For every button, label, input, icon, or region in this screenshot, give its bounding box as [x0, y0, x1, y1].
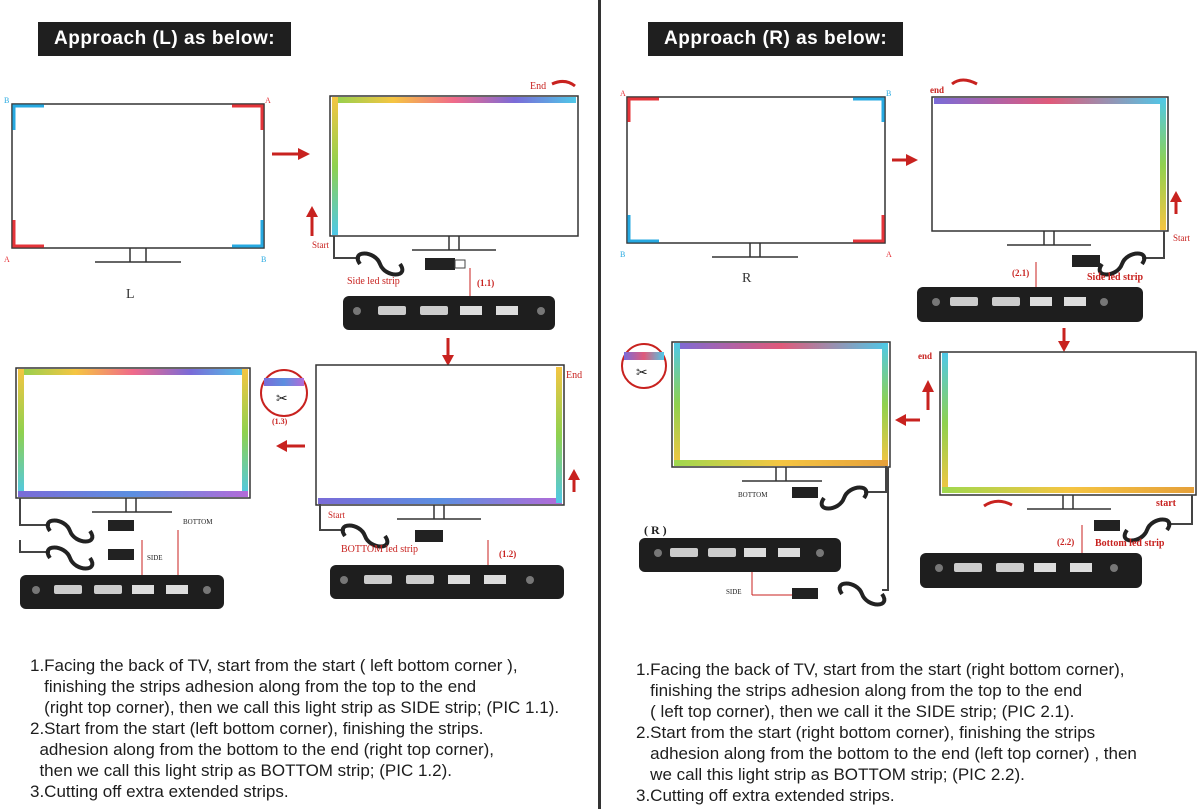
- control-box-l2: [330, 565, 564, 599]
- corner-label-tl: B: [4, 96, 9, 105]
- usb-plug-icon: [425, 258, 455, 270]
- pic-1-2-label: (1.2): [499, 549, 516, 559]
- bottom-strip-label-r: Bottom led strip: [1095, 538, 1165, 549]
- arrow-head-icon: [298, 148, 310, 160]
- start-label-l: Start: [312, 240, 329, 250]
- start-label-r: Start: [1173, 233, 1190, 243]
- tv-r-caption: R: [742, 271, 752, 286]
- step-line: 2.Start from the start (right bottom cor…: [636, 723, 1096, 742]
- approach-r-diagram: A B B A R end Start Side led strip (2.1): [620, 78, 1197, 607]
- corner-label-bl: A: [4, 255, 10, 264]
- pic-1-1-label: (1.1): [477, 278, 494, 288]
- control-box-r3: [639, 538, 841, 572]
- start-arrow-head-icon: [306, 206, 318, 217]
- end-label-l: End: [530, 81, 546, 92]
- step-line: (right top corner), then we call this li…: [30, 698, 560, 717]
- approach-l-heading: Approach (L) as below:: [38, 22, 292, 56]
- control-box-l1: [343, 296, 555, 330]
- step-line: adhesion along from the bottom to the en…: [636, 744, 1137, 763]
- svg-text:✂: ✂: [276, 392, 288, 407]
- center-divider: [598, 0, 601, 809]
- step-line: finishing the strips adhesion along from…: [636, 681, 1083, 700]
- side-strip-label-l: Side led strip: [347, 276, 400, 287]
- pic-2-2-label: (2.2): [1057, 537, 1074, 547]
- approach-l-diagram: B A A B L End Start Side led strip (1.1): [4, 79, 582, 609]
- approach-l-panel: Approach (L) as below:: [0, 0, 598, 809]
- corner-label-bl-r: B: [620, 250, 625, 259]
- bottom-tag-r: BOTTOM: [738, 491, 768, 499]
- control-box-r2: [920, 553, 1142, 588]
- control-box-l3: [20, 575, 224, 609]
- tv-l-side-strip: [329, 95, 579, 251]
- step-line: ( left top corner), then we call it the …: [636, 702, 1075, 721]
- tv-r-both-strips: [671, 341, 891, 482]
- corner-label-tr: A: [265, 96, 271, 105]
- end-label-l2: End: [566, 370, 582, 381]
- step-line: 1.Facing the back of TV, start from the …: [30, 656, 518, 675]
- approach-r-panel: Approach (R) as below: A B B: [602, 0, 1200, 809]
- tv-r-corners: A B B A: [620, 89, 892, 259]
- corner-label-tr-r: B: [886, 89, 891, 98]
- start-arrow-icon-r: [1170, 191, 1182, 202]
- start-label-r2: start: [1156, 498, 1177, 509]
- tv-l-both-strips: [15, 367, 251, 513]
- corner-label-tl-r: A: [620, 89, 626, 98]
- control-box-r1: [917, 287, 1143, 322]
- tv-r-bottom-strip: [939, 351, 1197, 510]
- cable-coil-icon: [355, 251, 405, 277]
- step-line: 3.Cutting off extra extended strips.: [636, 786, 895, 805]
- end-label-r: end: [930, 85, 944, 95]
- step-line: then we call this light strip as BOTTOM …: [30, 761, 452, 780]
- step-line: 3.Cutting off extra extended strips.: [30, 782, 289, 801]
- pic-2-1-label: (2.1): [1012, 268, 1029, 278]
- corner-label-br: B: [261, 255, 266, 264]
- start-label-l2: Start: [328, 510, 345, 520]
- step-line: 2.Start from the start (left bottom corn…: [30, 719, 484, 738]
- svg-text:✂: ✂: [636, 366, 648, 381]
- step-line: finishing the strips adhesion along from…: [30, 677, 477, 696]
- step-line: 1.Facing the back of TV, start from the …: [636, 660, 1125, 679]
- end-label-r2: end: [918, 351, 932, 361]
- end-arrow-icon-r: [951, 78, 978, 86]
- bottom-tag-l: BOTTOM: [183, 518, 213, 526]
- corner-label-br-r: A: [886, 250, 892, 259]
- side-tag-r: SIDE: [726, 588, 742, 596]
- tv-l-corners: B A A B: [4, 96, 271, 264]
- pic-1-3-label: (1.3): [272, 417, 288, 426]
- cable-coil-icon-2: [340, 523, 390, 549]
- approach-r-heading: Approach (R) as below:: [648, 22, 904, 56]
- side-strip-label-r: Side led strip: [1087, 272, 1144, 283]
- tv-l-caption: L: [126, 287, 135, 302]
- approach-r-steps: 1.Facing the back of TV, start from the …: [636, 659, 1137, 806]
- cable-coil-icon-r: [1097, 251, 1147, 277]
- step-line: adhesion along from the bottom to the en…: [30, 740, 494, 759]
- tv-r-side-strip: [931, 96, 1169, 246]
- step-line: we call this light strip as BOTTOM strip…: [636, 765, 1025, 784]
- side-tag-l: SIDE: [147, 554, 163, 562]
- up-arrow-icon: [568, 469, 580, 480]
- up-arrow-icon-r: [922, 380, 934, 392]
- approach-l-steps: 1.Facing the back of TV, start from the …: [30, 655, 559, 802]
- start-arrow-icon-r2: [983, 499, 1013, 508]
- tv-l-bottom-strip: [315, 364, 565, 520]
- end-arrow-icon: [551, 79, 576, 88]
- r-tag: ( R ): [644, 523, 667, 537]
- bottom-strip-label-l: BOTTOM led strip: [341, 544, 418, 555]
